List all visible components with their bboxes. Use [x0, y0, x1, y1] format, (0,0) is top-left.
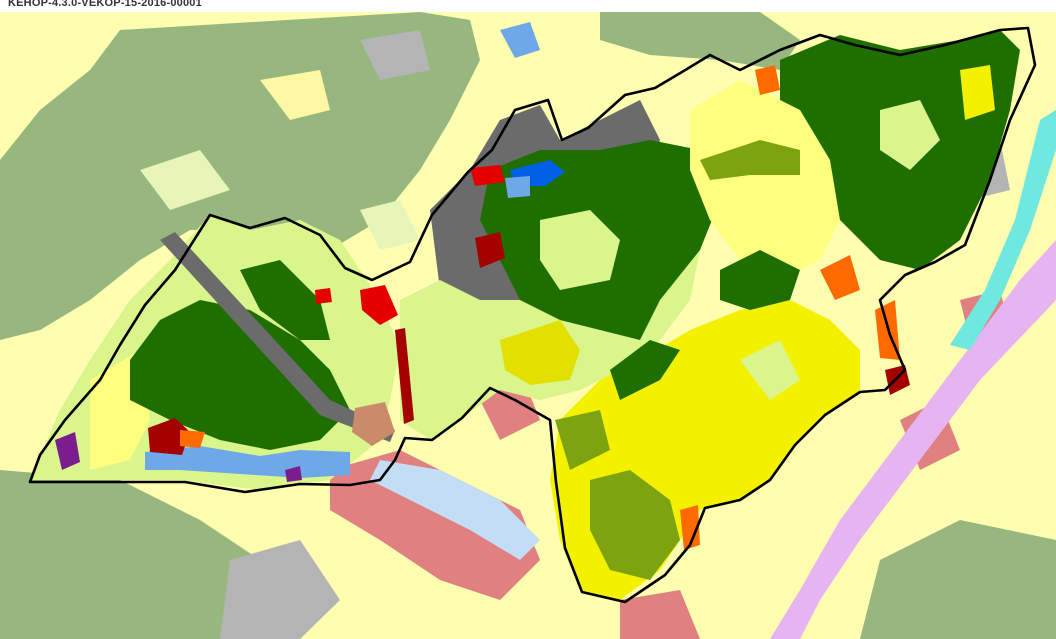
olive-band	[700, 140, 800, 180]
urban-area	[620, 590, 700, 639]
yellow-patch	[960, 65, 995, 120]
olive-patch	[555, 410, 610, 470]
forest-finger	[610, 340, 680, 400]
lime-finger	[740, 340, 800, 400]
east-pale-yellow	[690, 80, 840, 280]
dark-red-strip	[395, 328, 414, 424]
north-forest-area	[600, 12, 800, 70]
olive-south	[590, 470, 680, 580]
lake	[500, 22, 540, 58]
project-code-label: KEHOP-4.3.0-VEKOP-15-2016-00001	[8, 0, 202, 9]
pale-patch	[260, 70, 330, 120]
river	[370, 460, 540, 560]
lavender-corridor	[770, 240, 1056, 639]
purple-zone	[55, 432, 80, 470]
orange-zone	[820, 255, 860, 300]
red-zone	[470, 165, 505, 186]
lime-clearing	[880, 100, 940, 170]
orange-zone	[755, 65, 780, 95]
southwest-forest-area	[0, 470, 260, 639]
protected-area-boundary	[28, 26, 1037, 604]
dark-red-zone	[148, 418, 190, 455]
pale-patch	[360, 200, 420, 250]
gray-zone	[360, 30, 430, 80]
orange-zone	[180, 430, 205, 448]
red-zone	[315, 288, 332, 304]
terracotta-zone	[352, 402, 395, 446]
orange-zone	[680, 505, 700, 550]
red-zone	[360, 285, 398, 325]
gray-zone	[220, 540, 340, 639]
lime-clearing	[540, 210, 620, 290]
southeast-forest-area	[860, 520, 1056, 639]
northwest-forest-area	[0, 12, 480, 340]
lake-light	[505, 176, 530, 198]
urban-area	[330, 450, 540, 600]
dark-forest-patch	[240, 260, 330, 340]
cyan-river	[950, 110, 1056, 350]
forest-finger	[720, 250, 800, 310]
olive-yellow-patch	[500, 320, 580, 385]
west-dark-forest	[130, 300, 350, 450]
map-header: KEHOP-4.3.0-VEKOP-15-2016-00001	[0, 0, 1056, 12]
road-corridor	[160, 232, 395, 442]
dark-red-zone	[475, 232, 505, 268]
purple-zone	[285, 466, 302, 482]
pale-patch	[140, 150, 230, 210]
